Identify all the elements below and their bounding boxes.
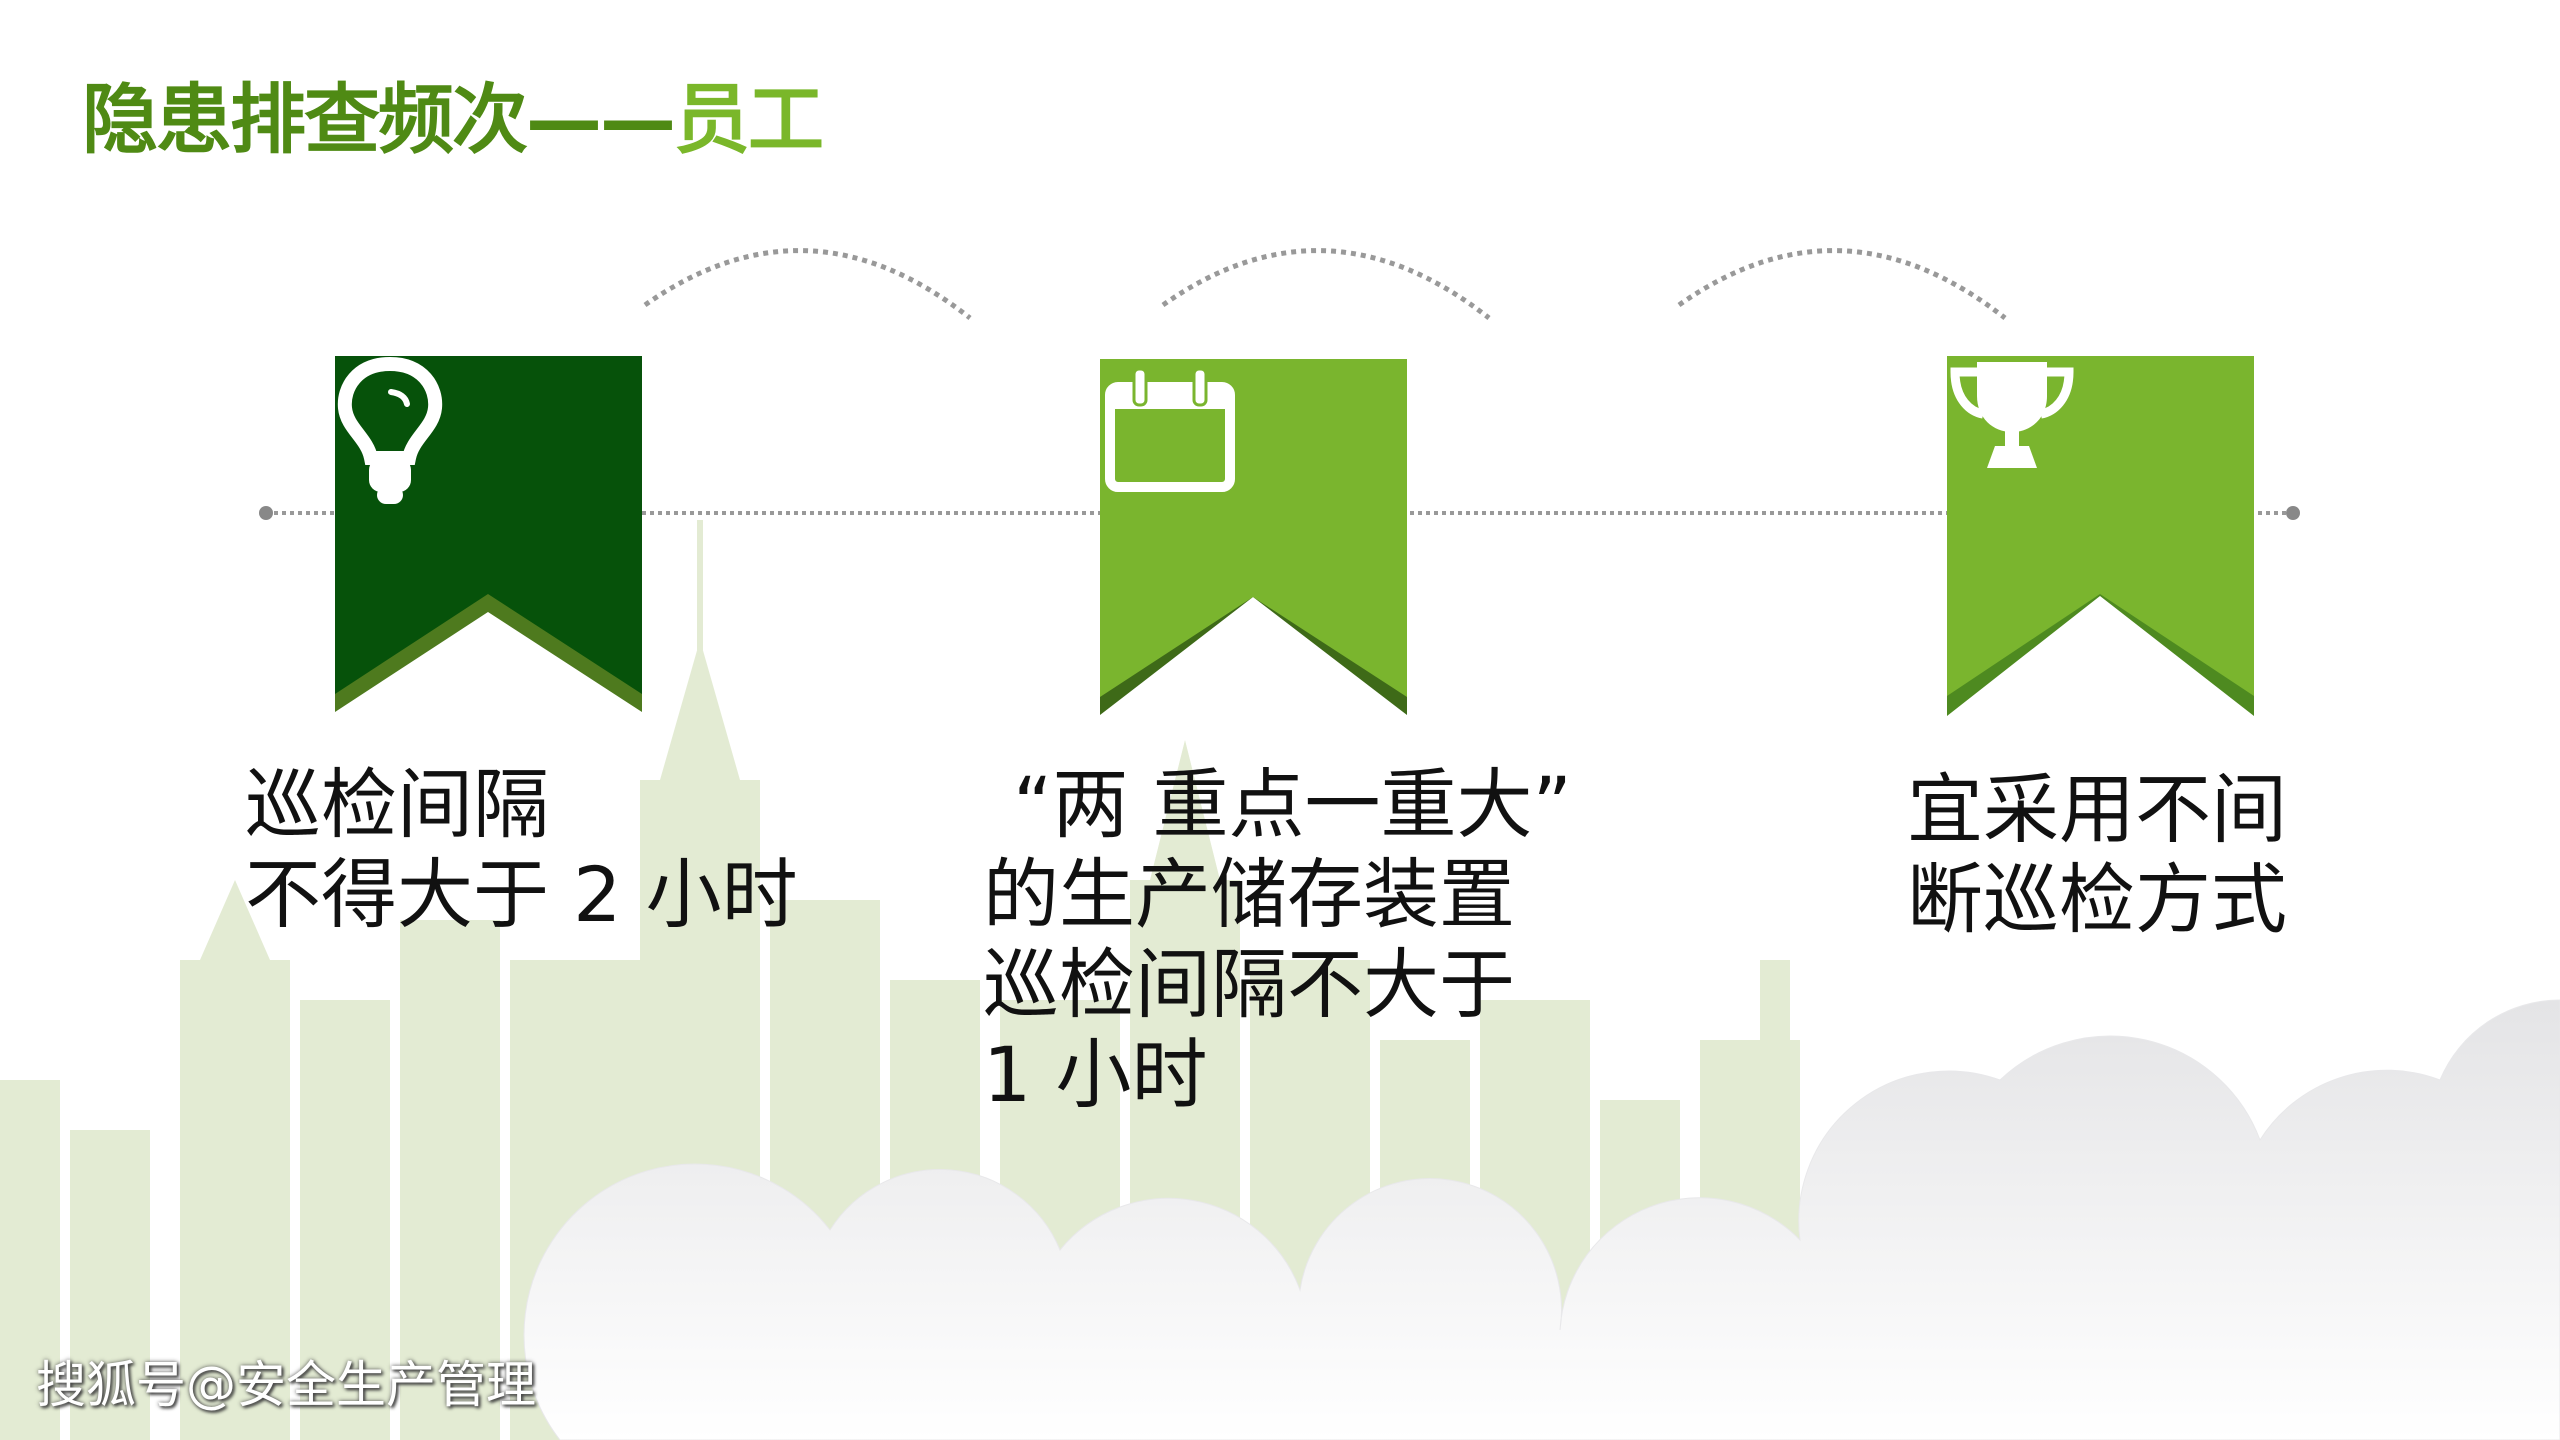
page-title: 隐患排查频次——员工 [82,75,824,164]
text-line: “两 重点一重大” [1013,760,1572,849]
text-line: 巡检间隔不大于 [983,940,1515,1029]
trophy-icon [1947,356,2254,586]
arc-arrows [643,248,2007,320]
text-line: 的生产储存装置 [983,850,1515,939]
step-1-text: 巡检间隔不得大于 2 小时 [245,760,798,940]
text-line: 1 小时 [983,1030,1208,1119]
city-skyline [0,520,1800,1440]
watermark: 搜狐号@安全生产管理 [36,1356,536,1414]
lightbulb-icon [335,356,642,586]
clouds [523,999,2560,1440]
text-line: 不得大于 2 小时 [245,850,798,939]
step-banner-1 [335,356,642,716]
step-3-text: 宜采用不间断巡检方式 [1907,765,2287,945]
text-line: 巡检间隔 [245,760,549,849]
text-line: 断巡检方式 [1907,855,2287,944]
calendar-icon [1100,359,1407,589]
step-banner-2 [1100,359,1407,719]
step-banner-3 [1947,356,2254,716]
text-line: 宜采用不间 [1907,765,2287,854]
